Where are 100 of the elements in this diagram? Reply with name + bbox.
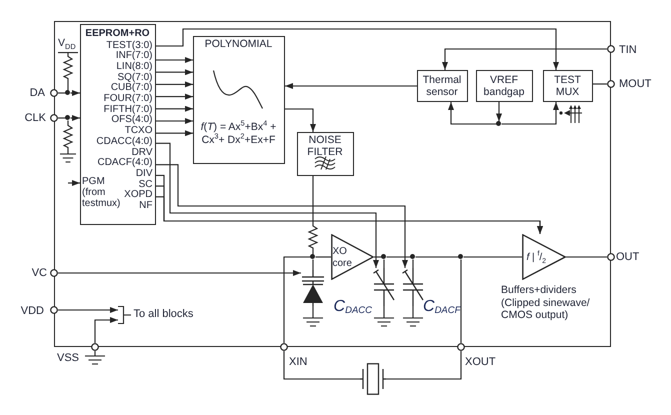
variable-capacitor-symbol (402, 268, 424, 306)
formula-text: f(T) = Ax$^{5}$+Bx$^{4}$ + Cx$^{3}$+ Dx$^{2}$+Ex+F (200, 121, 278, 146)
signal-label: FOUR(7:0) (104, 93, 152, 104)
arrow (156, 106, 193, 112)
arrow (94, 317, 118, 343)
junction-dot (410, 254, 415, 259)
resistor-symbol (62, 122, 72, 150)
pin-terminal (607, 253, 615, 261)
resistor-symbol (58, 52, 78, 82)
signal-label: CUB(7:0) (110, 82, 152, 94)
block-title: EEPROM+RO (84, 28, 151, 39)
block-label: NOISE FILTER (306, 134, 344, 158)
arrow (502, 102, 559, 125)
wire (386, 256, 410, 258)
wire (283, 351, 360, 380)
signal-label: CDACF(4:0) (97, 157, 152, 168)
junction-dot (65, 115, 70, 120)
block-title: POLYNOMIAL (204, 38, 274, 50)
variable-capacitor-symbol (372, 268, 394, 306)
pin-label: CLK (24, 112, 46, 124)
wire (593, 83, 607, 85)
junction-dot (381, 254, 386, 259)
resistor-symbol (308, 224, 318, 250)
wire (383, 260, 385, 268)
pin-terminal (50, 114, 58, 122)
signal-label: OFS(4:0) (111, 114, 152, 126)
signal-label: INF(7:0) (116, 50, 152, 62)
sensor-block (416, 70, 468, 102)
arrow (156, 28, 559, 70)
junction-dot (496, 121, 501, 126)
wire (566, 256, 607, 258)
buffer-symbol (522, 234, 566, 280)
signal-label: FIFTH(7:0) (104, 104, 152, 115)
crystal-symbol (360, 363, 386, 395)
caption-text: Buffers+dividers (Clipped sinewave/ CMOS output) (501, 284, 591, 322)
arrow (156, 142, 379, 268)
signal-label: SQ(7:0) (117, 72, 152, 83)
wire (312, 176, 314, 224)
pin-terminal (607, 80, 615, 88)
pin-terminal (457, 343, 465, 351)
signal-label: NF (139, 200, 152, 211)
arrow (496, 102, 502, 122)
arrow (442, 48, 607, 70)
arrow (70, 115, 80, 121)
arrow (448, 102, 496, 125)
polynomial-block (192, 36, 284, 164)
wire (460, 260, 462, 343)
memory-block (80, 24, 156, 224)
pin-terminal (607, 45, 615, 53)
signal-label: XOPD (124, 189, 152, 200)
arrow (285, 83, 417, 89)
wire (316, 256, 331, 258)
arrow (156, 118, 193, 124)
pin-terminal (50, 269, 58, 277)
pin-label: XOUT (465, 356, 496, 368)
arrow (285, 108, 316, 132)
junction-dot (458, 254, 463, 259)
arrow (70, 90, 80, 96)
signal-label: DIV (136, 168, 152, 179)
pin-terminal (50, 89, 58, 97)
arrow (58, 270, 301, 276)
wire (283, 256, 310, 343)
pin-label: OUT (616, 250, 640, 264)
pin-terminal (91, 343, 99, 351)
signal-label: TEST(3:0) (106, 40, 152, 50)
wire (386, 351, 462, 380)
multiplexer-block (542, 70, 592, 102)
arrow (58, 307, 118, 313)
filter-block (296, 132, 354, 176)
signal-label: TCXO (124, 125, 152, 136)
arrow (156, 94, 193, 100)
component-label: C$_{DACC}$ (334, 298, 372, 316)
wire (416, 256, 458, 258)
arrow (156, 196, 543, 234)
varactor-diode-symbol (300, 270, 324, 306)
signal-label: SC (138, 178, 152, 190)
arrow (156, 81, 193, 88)
supply-label: V$_{DD}$ (58, 36, 76, 50)
arrow (156, 130, 193, 136)
pin-label: XIN (289, 356, 308, 368)
wire (464, 256, 522, 258)
formula-text: f | $^{f}$/$_{2}$ (526, 252, 548, 264)
arrow (156, 69, 193, 76)
arrow (156, 164, 408, 268)
junction-dot (310, 254, 315, 259)
pin-label: MOUT (619, 78, 652, 90)
signal-label: PGM (from testmux) (82, 176, 122, 209)
block-label: XO core (332, 246, 353, 270)
block-label: TEST MUX (553, 74, 582, 98)
pin-label: TIN (619, 44, 637, 56)
wire (412, 260, 414, 268)
block-label: Thermal sensor (422, 74, 462, 98)
pin-terminal (50, 306, 58, 314)
amplifier-symbol (330, 234, 374, 280)
pin-terminal (280, 343, 288, 351)
pin-label: VC (32, 266, 47, 280)
junction-dot (65, 90, 70, 95)
block-label: VREF bandgap (482, 74, 526, 98)
note-text: To all blocks (134, 308, 194, 320)
pin-label: VDD (20, 304, 44, 318)
